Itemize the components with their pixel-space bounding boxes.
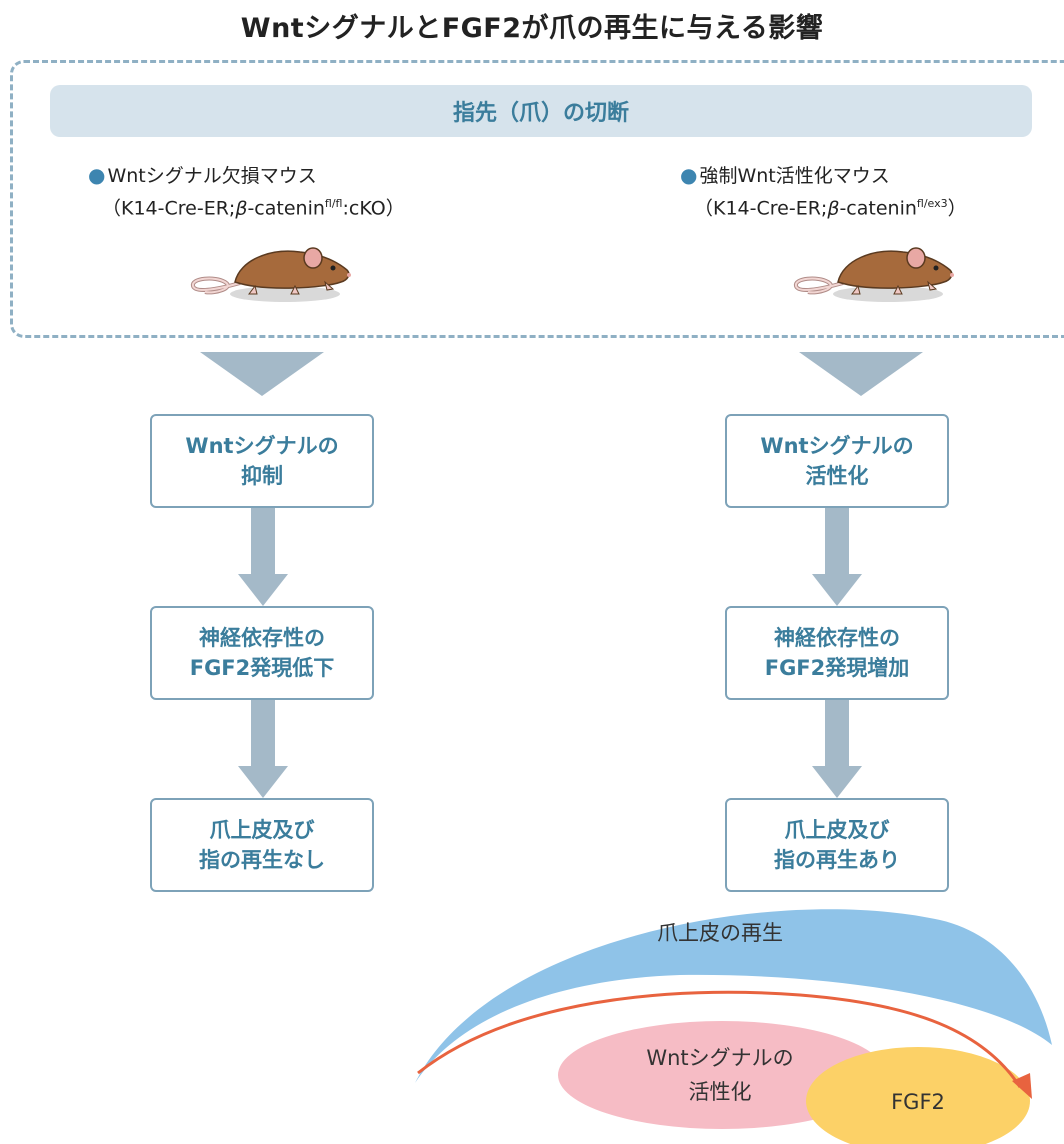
right-flow-box-1: Wntシグナルの活性化: [725, 414, 949, 508]
down-triangle-left: [200, 352, 324, 396]
mouse-illustration-right: [794, 247, 954, 302]
down-arrow-icon: [812, 508, 862, 606]
regeneration-diagram: [415, 909, 1052, 1144]
right-mouse-genotype: （K14-Cre-ER;β-cateninfl/ex3）: [694, 197, 967, 220]
right-mouse-label: ●強制Wnt活性化マウス （K14-Cre-ER;β-cateninfl/ex3…: [680, 162, 967, 222]
wnt-activation-label: Wntシグナルの活性化: [646, 1046, 794, 1104]
nail-epithelium-arc: [415, 909, 1052, 1083]
wnt-ellipse: [558, 1021, 886, 1129]
left-flow-box-1: Wntシグナルの抑制: [150, 414, 374, 508]
arc-label: 爪上皮の再生: [657, 921, 783, 945]
left-mouse-name: Wntシグナル欠損マウス: [107, 165, 317, 187]
diagram-title: WntシグナルとFGF2が爪の再生に与える影響: [240, 13, 824, 44]
down-arrow-icon: [238, 508, 288, 606]
right-flow-box-3: 爪上皮及び指の再生あり: [725, 798, 949, 892]
down-triangle-right: [799, 352, 923, 396]
red-arrow-line: [417, 990, 1022, 1088]
left-mouse-label: ●Wntシグナル欠損マウス （K14-Cre-ER;β-cateninfl/fl…: [88, 162, 405, 222]
fgf2-ellipse: [806, 1047, 1030, 1144]
down-arrow-icon: [238, 700, 288, 798]
left-flow-box-3: 爪上皮及び指の再生なし: [150, 798, 374, 892]
bullet-icon: ●: [680, 163, 698, 187]
left-mouse-genotype: （K14-Cre-ER;β-cateninfl/fl:cKO）: [102, 197, 405, 220]
mouse-illustration-left: [191, 247, 351, 302]
down-arrow-icon: [812, 700, 862, 798]
right-mouse-name: 強制Wnt活性化マウス: [699, 165, 890, 187]
red-arrowhead-icon: [1012, 1073, 1032, 1099]
bullet-icon: ●: [88, 163, 106, 187]
header-label: 指先（爪）の切断: [452, 101, 629, 126]
fgf2-label: FGF2: [891, 1090, 945, 1114]
dashed-group-box: [10, 60, 1064, 338]
header-bar: 指先（爪）の切断: [50, 85, 1032, 137]
